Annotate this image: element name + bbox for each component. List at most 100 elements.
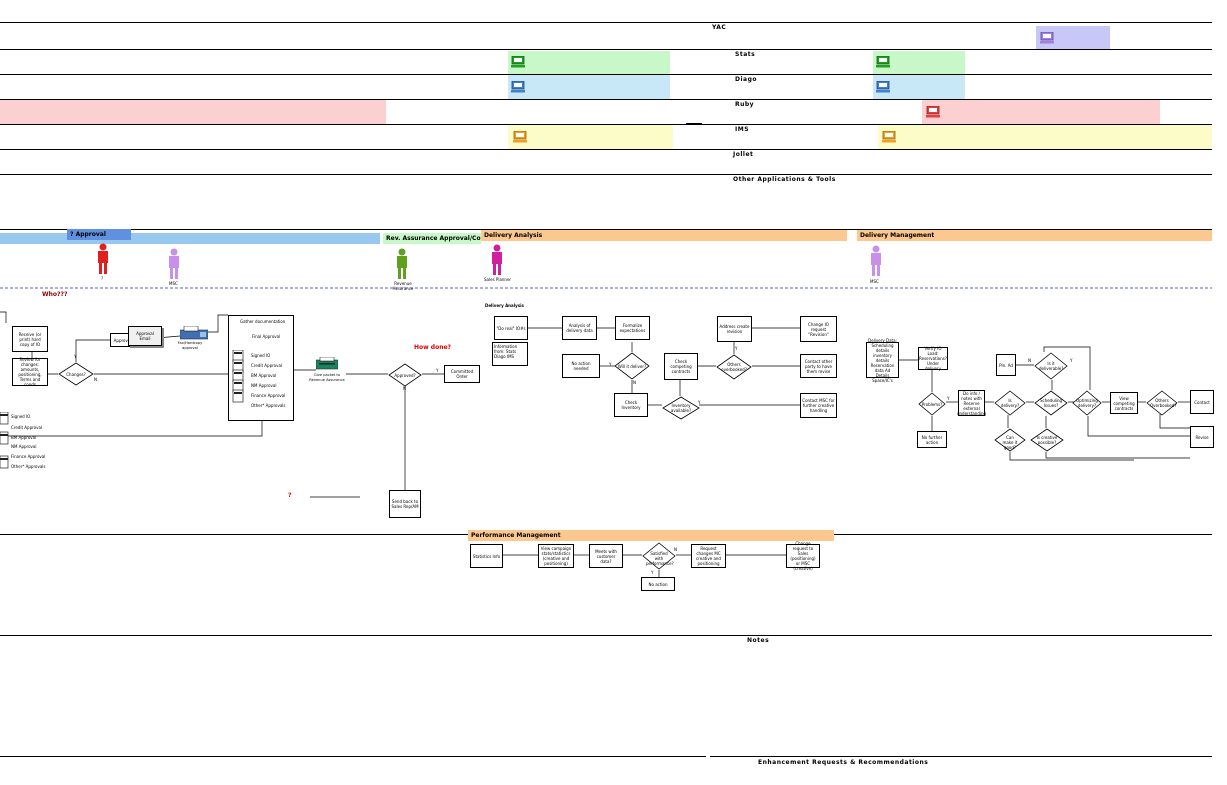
delivery-data-box: Delivery Data: Scheduling details invent…: [866, 338, 899, 383]
label-y: Y: [947, 396, 950, 401]
process-address-revision: Address create revision: [717, 316, 752, 342]
ruby-band-1: [0, 100, 386, 124]
computer-icon: [882, 130, 896, 143]
label-n: N: [674, 547, 677, 552]
lane-label-other: Other Applications & Tools: [733, 176, 836, 183]
label-y: Y: [651, 570, 654, 575]
process-verify-io: Verify IO Load: Reservations? Under deli…: [918, 346, 948, 371]
gather-documentation-label: Gather documentation: [240, 319, 286, 324]
process-contact-msc: Contact MSC for further creative handlin…: [800, 393, 837, 418]
nm-approval-label: NM Approval: [251, 383, 277, 388]
ims-band-1: [508, 125, 673, 149]
document-stack-icon: [0, 411, 10, 477]
give-packet-label: Give packet to Revenue Assurance: [309, 373, 345, 382]
notes-label: Notes: [747, 637, 770, 644]
enhancements-label: Enhancement Requests & Recommendations: [758, 759, 929, 766]
process-no-action: No action: [641, 577, 675, 591]
computer-icon: [926, 105, 940, 118]
process-request-changes: Request changes MC creative and position…: [691, 544, 726, 568]
process-check-competing: Check competing contracts: [664, 353, 698, 380]
process-change-io: Change IO request "Revision": [800, 316, 837, 342]
decision-inventory-available: Inventory available?: [662, 396, 700, 420]
person-icon: [166, 248, 182, 285]
final-approval-label: Final Approval: [252, 334, 281, 339]
decision-can-make-good: Can make it good?: [994, 428, 1026, 452]
lane-label-stats: Stats: [735, 51, 756, 58]
bm-approval-label: BM Approval: [251, 373, 277, 378]
process-review-changes: Review for changes: amounts, positioning…: [12, 357, 48, 387]
process-meets-customer: Meets with customer data?: [589, 544, 623, 568]
person-icon: [95, 243, 111, 280]
signed-io-label: Signed IO: [251, 353, 271, 358]
person-icon: [489, 244, 505, 281]
left-nm: NM Approval: [11, 444, 37, 449]
fax-approval-label: Fax/Hardcopy approval: [177, 341, 203, 350]
process-formalize: Formalize expectations: [615, 316, 650, 340]
question-annotation: ?: [288, 492, 292, 499]
process-stats-info: Statistics Info: [470, 544, 503, 568]
credit-approval-label: Credit Approval: [251, 363, 283, 368]
stats-band-2: [873, 51, 965, 74]
finance-approval-label: Finance Approval: [251, 393, 286, 398]
label-n: N: [403, 386, 406, 391]
computer-icon: [876, 55, 890, 68]
actor-label: Sales Planner: [484, 277, 512, 282]
process-receive-io: Receive (or print) hard copy of IO: [12, 326, 48, 352]
decision-others-overbooked-dm: Others Overbooked?: [1146, 390, 1178, 416]
document-stack-icon: [232, 349, 246, 415]
approval-tag: ? Approval: [67, 229, 131, 240]
process-do-real-ios: "Do real" IO#s: [494, 316, 528, 340]
computer-icon: [511, 55, 525, 68]
delivery-analysis-header: Delivery Analysis: [481, 230, 847, 241]
info-from-systems: Information from: Stats Diago IMS: [492, 342, 528, 366]
process-do-info: Do info / notes with Reserve external un…: [956, 390, 987, 416]
computer-icon: [876, 80, 890, 93]
decision-problems: Problems?: [918, 392, 946, 416]
label-y: Y: [1070, 358, 1073, 363]
left-bm: BM Approval: [11, 435, 37, 440]
approval-header: [0, 233, 380, 244]
lane-label-diago: Diago: [735, 76, 758, 83]
label-y: Y: [436, 368, 439, 373]
decision-creative-possible: Is creative possible?: [1030, 428, 1064, 452]
actor-label: ?: [101, 276, 104, 281]
process-view-campaign: View campaign stats/statistics (creative…: [538, 544, 574, 568]
actor-label: MSC: [169, 281, 178, 286]
decision-scheduling-issues: Scheduling Issues?: [1034, 390, 1068, 416]
lane-label-ruby: Ruby: [735, 101, 755, 108]
label-y: Y: [609, 362, 612, 367]
decision-will-it-deliver: Will it deliver?: [614, 352, 650, 380]
label-n: N: [1028, 358, 1031, 363]
left-signed-io: Signed IO: [11, 414, 31, 419]
process-no-action-needed: No action needed: [562, 354, 600, 378]
process-contact: Contact: [1190, 390, 1214, 414]
process-check-inventory: Check Inventory: [614, 393, 648, 417]
process-plan-ad: Pln. Ad: [996, 354, 1016, 376]
how-done-annotation: How done?: [414, 344, 452, 351]
process-send-back: Send back to Sales Rep/AM: [389, 490, 421, 518]
decision-approved: Approved?: [388, 363, 422, 387]
label-y: Y: [698, 400, 701, 405]
actor-label: MSC: [870, 279, 879, 284]
decision-is-it-deliverable: Is it deliverable?: [1034, 352, 1068, 380]
person-icon: [868, 245, 884, 282]
ims-band-2: [878, 125, 1212, 149]
stats-band-1: [508, 51, 670, 74]
process-contact-other: Contact other party to have them revise: [800, 354, 837, 378]
process-approval-email: Approval Email: [128, 326, 162, 346]
label-y: Y: [735, 346, 738, 351]
left-other: Other* Approvals: [11, 464, 46, 469]
person-icon: [394, 248, 410, 285]
actor-label: Revenue Assurance: [392, 281, 414, 291]
lane-label-yac: YAC: [712, 24, 727, 31]
process-analysis-delivery: Analysis of delivery data: [562, 316, 597, 340]
label-n: N: [633, 380, 636, 385]
decision-others-overbooked: Others overbooked?: [716, 354, 752, 380]
delivery-management-header: Delivery Management: [857, 230, 1212, 241]
rev-assurance-header: Rev. Assurance Approval/Comm: [383, 233, 481, 244]
performance-management-header: Performance Management: [468, 530, 834, 541]
delivery-analysis-subtitle: Delivery Analysis: [485, 303, 524, 308]
process-committed-order: Committed Order: [444, 365, 480, 383]
decision-optimizing: Optimizing delivery?: [1072, 390, 1102, 416]
